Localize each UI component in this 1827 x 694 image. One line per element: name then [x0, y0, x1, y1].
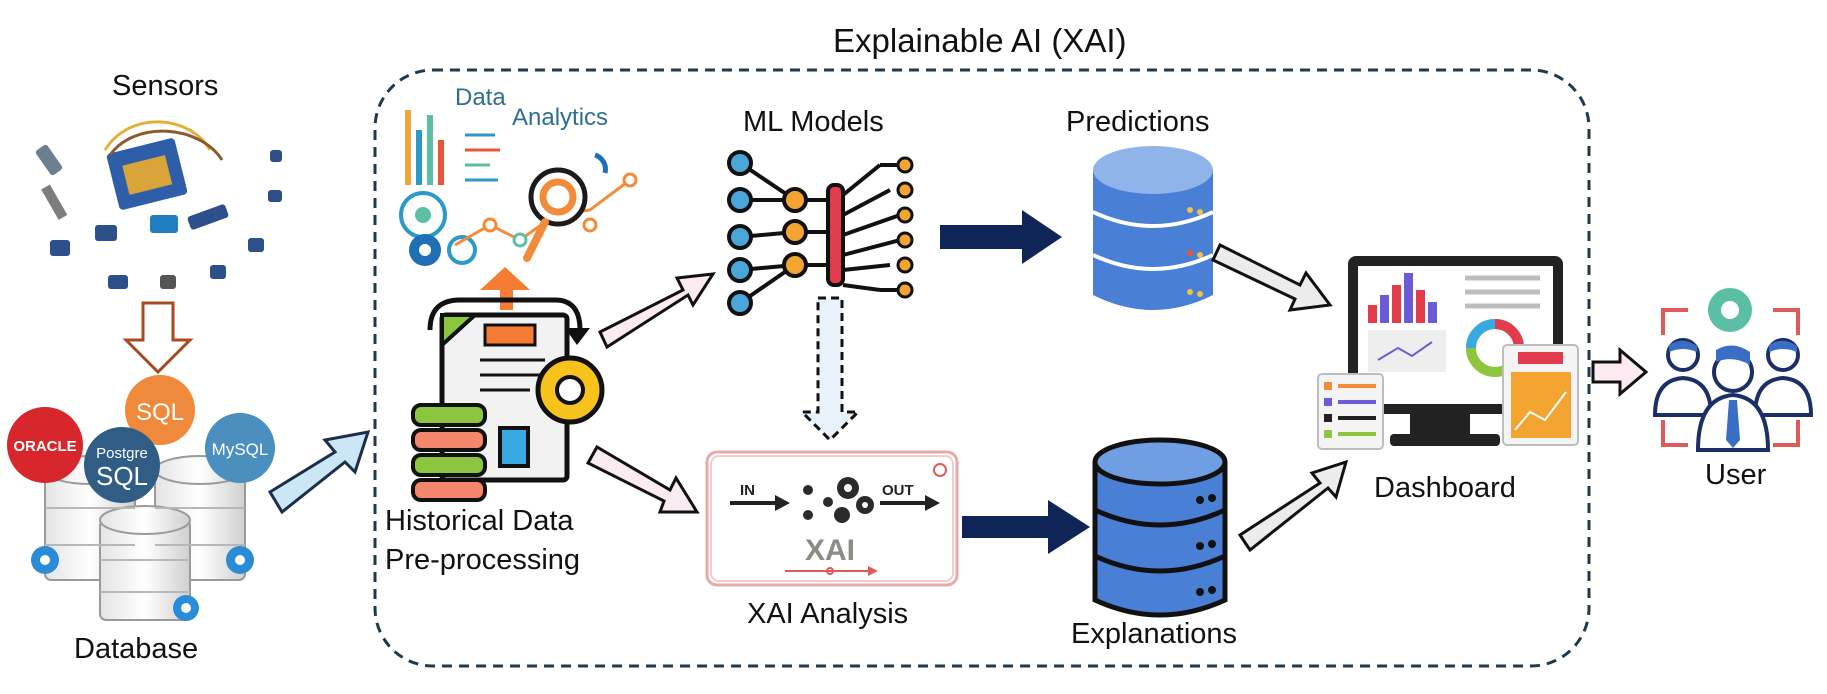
data-analytics-icon: [399, 110, 638, 266]
database-to-xai-arrow: [267, 430, 371, 515]
user-label: User: [1705, 459, 1767, 491]
ml-model-network-icon: [727, 150, 914, 316]
postgre-logo: Postgre: [96, 445, 148, 462]
predictions-to-dashboard-arrow: [1211, 242, 1333, 312]
data-analytics-label-2: Analytics: [512, 104, 608, 131]
magnifier-icon: [528, 167, 588, 227]
data-analytics-label-1: Data: [455, 84, 506, 111]
db-vendor-logos: [7, 375, 275, 503]
xai-analysis-box: [705, 450, 959, 587]
explanations-label: Explanations: [1071, 618, 1238, 650]
sensors-to-database-arrow: [122, 301, 194, 375]
sensors-icon: [35, 120, 282, 289]
xai-logo-text: XAI: [805, 534, 855, 567]
xai-out-label: OUT: [882, 482, 914, 499]
predictions-label: Predictions: [1066, 106, 1210, 138]
historical-to-xai-analysis-arrow: [585, 444, 700, 514]
database-label: Database: [74, 633, 199, 665]
ml-models-label: ML Models: [743, 106, 884, 138]
explanations-database-icon: [1092, 437, 1228, 618]
xai-in-label: IN: [740, 482, 755, 499]
oracle-logo: ORACLE: [13, 438, 76, 455]
sensors-label: Sensors: [112, 70, 219, 102]
sql-logo: SQL: [136, 399, 184, 426]
user-group-icon: [1652, 288, 1814, 452]
dashboard-monitor-icon: [1317, 256, 1579, 450]
xai-analysis-label: XAI Analysis: [747, 598, 909, 630]
xai-to-explanations-arrow: [962, 500, 1090, 554]
historical-data-label: Historical Data: [385, 505, 574, 537]
gear-icon: [447, 235, 477, 265]
dashboard-to-user-arrow: [1591, 346, 1649, 398]
explanations-to-dashboard-arrow: [1237, 459, 1349, 553]
dashboard-label: Dashboard: [1374, 472, 1516, 504]
diagram-title: Explainable AI (XAI): [833, 22, 1127, 59]
historical-to-ml-arrow: [598, 272, 716, 350]
ml-to-predictions-arrow: [940, 210, 1062, 264]
postgre-sql-logo: SQL: [96, 461, 148, 491]
lightbulb-icon: [933, 463, 947, 477]
historical-data-icon: [411, 267, 605, 502]
ml-to-xai-analysis-arrow: [798, 296, 862, 443]
xai-frame: [373, 68, 1591, 668]
preprocessing-label: Pre-processing: [385, 544, 581, 576]
predictions-database-icon: [1092, 146, 1214, 310]
mysql-logo: MySQL: [212, 440, 269, 459]
